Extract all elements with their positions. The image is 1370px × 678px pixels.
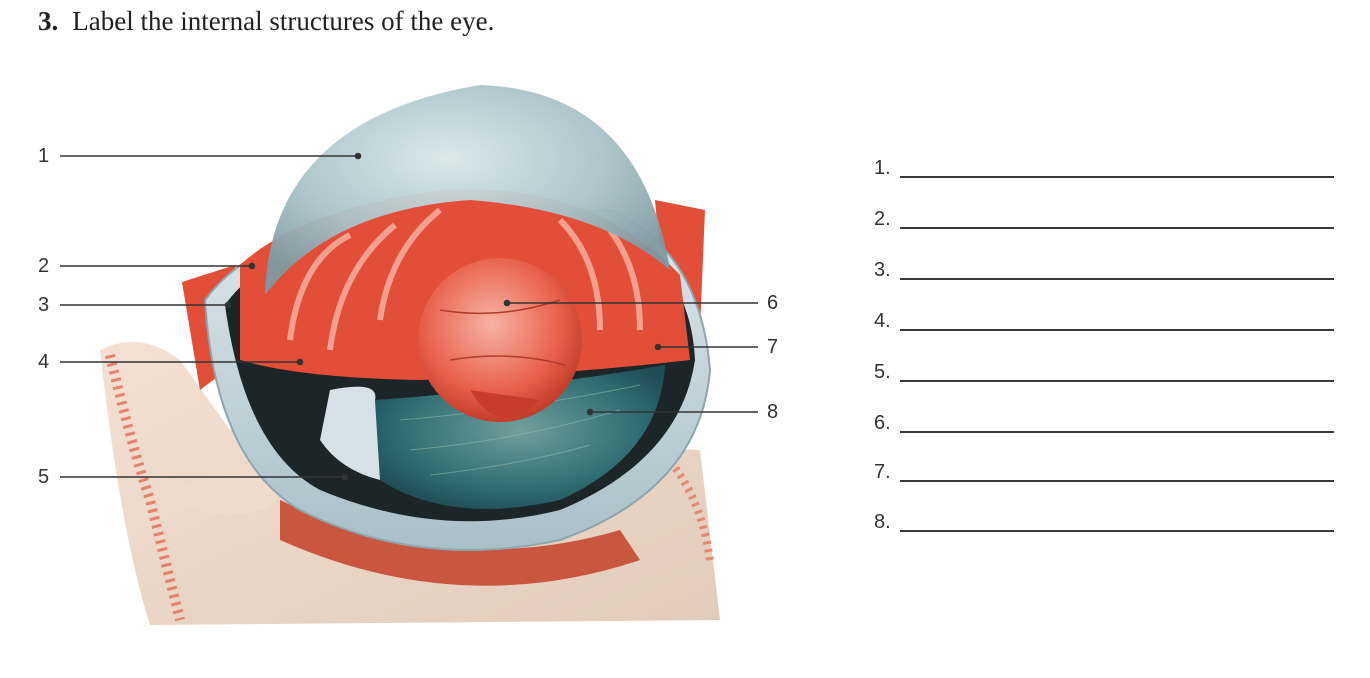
answer-line-8[interactable]: 8. xyxy=(874,508,1334,532)
answer-blank[interactable] xyxy=(900,329,1334,331)
answer-number: 5. xyxy=(874,361,891,383)
answer-blank[interactable] xyxy=(900,278,1334,280)
answer-number: 8. xyxy=(874,511,891,533)
callout-number-3: 3 xyxy=(38,294,50,316)
answer-line-6[interactable]: 6. xyxy=(874,409,1334,433)
callout-number-7: 7 xyxy=(767,336,779,358)
callout-leader-lines xyxy=(60,152,758,481)
answer-line-5[interactable]: 5. xyxy=(874,358,1334,382)
answer-line-4[interactable]: 4. xyxy=(874,307,1334,331)
callout-number-8: 8 xyxy=(767,401,779,423)
answer-line-3[interactable]: 3. xyxy=(874,256,1334,280)
callout-number-5: 5 xyxy=(38,466,50,488)
question-text: Label the internal structures of the eye… xyxy=(72,6,495,36)
answer-line-7[interactable]: 7. xyxy=(874,458,1334,482)
eye-model-figure: 1 2 3 4 5 6 7 8 xyxy=(0,60,800,650)
answer-blank[interactable] xyxy=(900,530,1334,532)
eye-model-illustration xyxy=(60,85,758,625)
answer-blank[interactable] xyxy=(900,431,1334,433)
callout-number-4: 4 xyxy=(38,351,50,373)
answer-line-1[interactable]: 1. xyxy=(874,154,1334,178)
answer-number: 2. xyxy=(874,208,891,230)
answer-number: 4. xyxy=(874,310,891,332)
question-number: 3. xyxy=(38,6,59,36)
callout-number-2: 2 xyxy=(38,255,50,277)
question-heading: 3. Label the internal structures of the e… xyxy=(38,6,494,37)
answer-blank[interactable] xyxy=(900,227,1334,229)
answer-blank[interactable] xyxy=(900,480,1334,482)
answer-number: 3. xyxy=(874,259,891,281)
callout-number-1: 1 xyxy=(38,145,50,167)
answer-blank[interactable] xyxy=(900,176,1334,178)
callout-number-6: 6 xyxy=(767,292,779,314)
answer-line-2[interactable]: 2. xyxy=(874,205,1334,229)
answer-list: 1. 2. 3. 4. 5. 6. 7. 8. xyxy=(874,0,1344,678)
answer-number: 1. xyxy=(874,157,891,179)
answer-number: 7. xyxy=(874,461,891,483)
answer-blank[interactable] xyxy=(900,380,1334,382)
answer-number: 6. xyxy=(874,412,891,434)
